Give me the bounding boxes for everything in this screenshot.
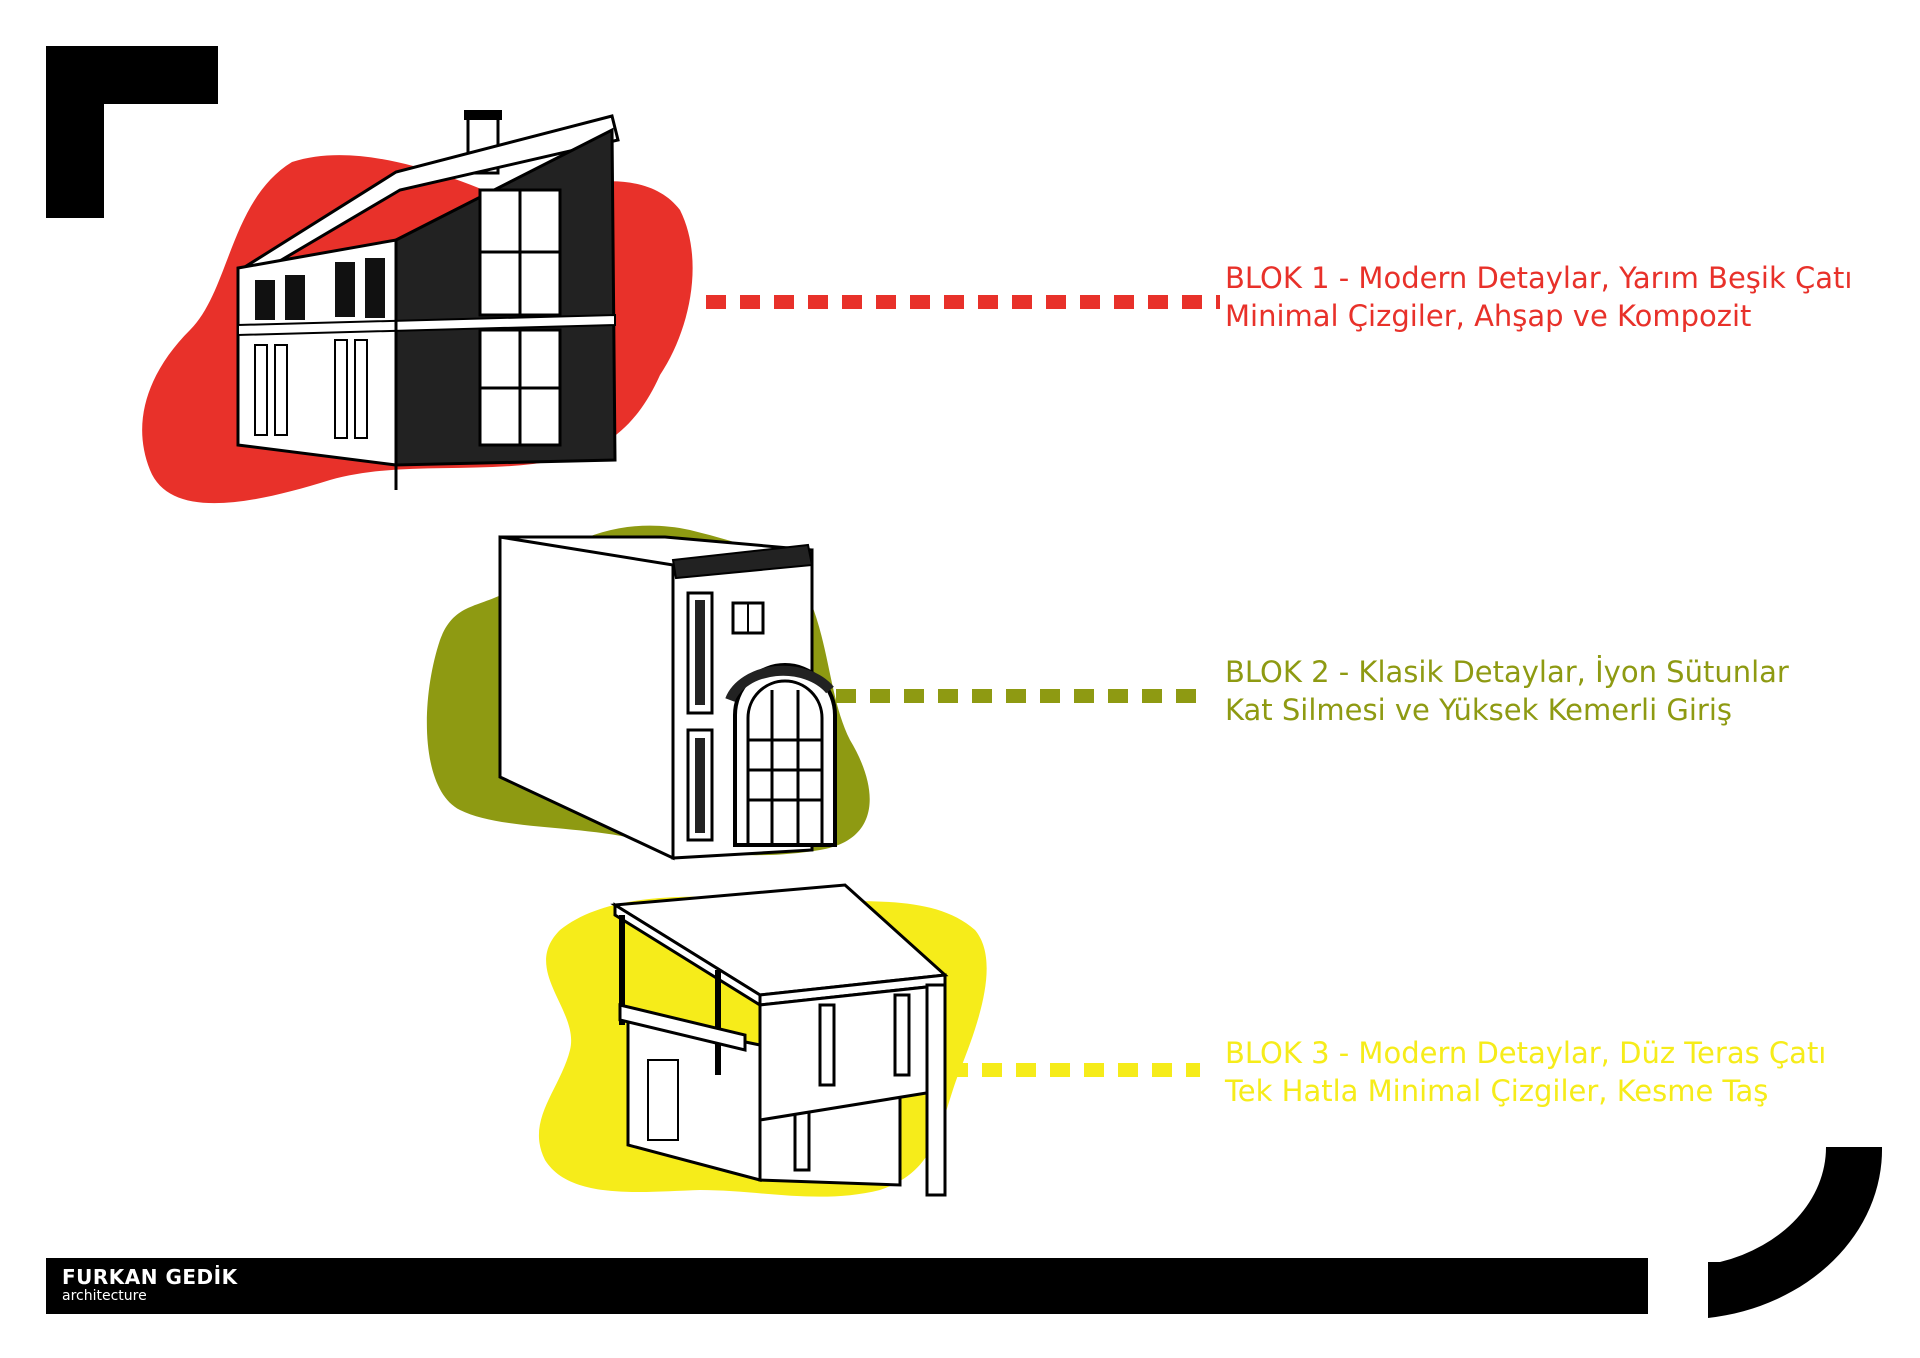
block-1-label: BLOK 1 - Modern Detaylar, Yarım Beşik Ça… xyxy=(1225,259,1852,335)
footer-bar: FURKAN GEDİK architecture xyxy=(46,1258,1648,1314)
brand-logo: FURKAN GEDİK architecture xyxy=(62,1266,238,1304)
block-2-subtitle: Kat Silmesi ve Yüksek Kemerli Giriş xyxy=(1225,693,1732,727)
block-1-illustration xyxy=(142,110,693,504)
block-2-label: BLOK 2 - Klasik Detaylar, İyon Sütunlar … xyxy=(1225,653,1789,729)
brand-name: FURKAN GEDİK xyxy=(62,1265,238,1289)
block-2-illustration xyxy=(426,525,870,861)
brand-subtitle: architecture xyxy=(62,1288,147,1304)
block-3-illustration xyxy=(538,883,987,1197)
block-1-title: BLOK 1 - Modern Detaylar, Yarım Beşik Ça… xyxy=(1225,261,1853,295)
corner-arc-bottom-right xyxy=(1708,1147,1883,1318)
block-3-title: BLOK 3 - Modern Detaylar, Düz Teras Çatı xyxy=(1225,1036,1827,1070)
corner-bracket-top-left xyxy=(46,46,218,218)
block-3-subtitle: Tek Hatla Minimal Çizgiler, Kesme Taş xyxy=(1225,1074,1769,1108)
block-1-subtitle: Minimal Çizgiler, Ahşap ve Kompozit xyxy=(1225,299,1752,333)
block-2-title: BLOK 2 - Klasik Detaylar, İyon Sütunlar xyxy=(1225,655,1789,689)
block-3-label: BLOK 3 - Modern Detaylar, Düz Teras Çatı… xyxy=(1225,1034,1826,1110)
